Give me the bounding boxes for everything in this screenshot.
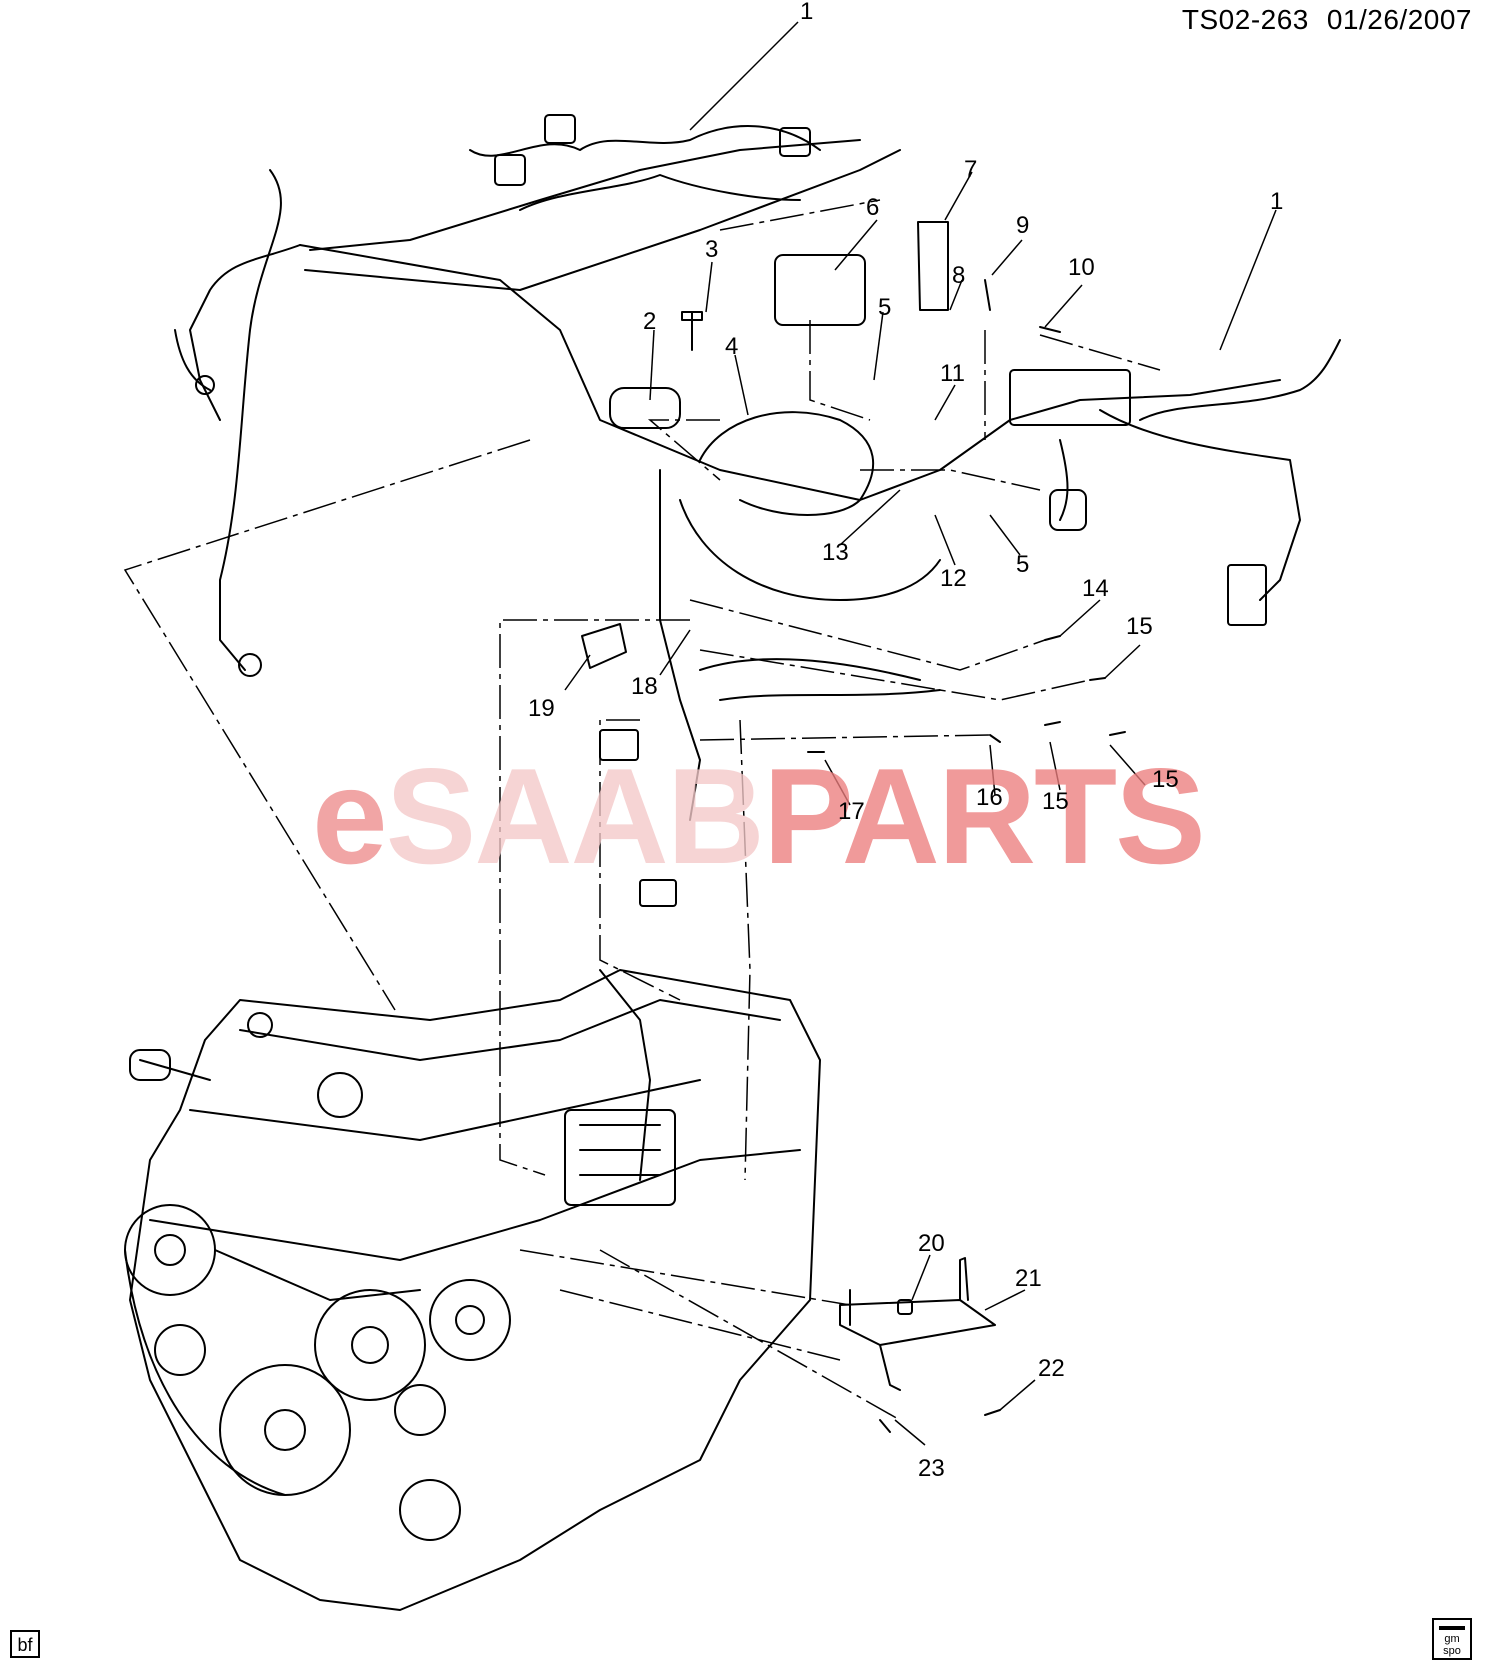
connector-round [1049,489,1087,531]
grommet-part-19 [581,623,627,669]
logo-line2: spo [1443,1645,1461,1657]
pulley-alternator [314,1289,426,1401]
callout-15c: 15 [1042,788,1069,815]
watermark: eSAABPARTS [312,748,1206,884]
callout-1a: 1 [800,0,814,25]
bolt-part-3 [681,311,703,351]
pulley-upper-left [124,1204,216,1296]
harness-branch-left [219,169,282,671]
callout-8: 8 [952,262,966,289]
callout-21: 21 [1015,1265,1042,1292]
document-id: TS02-263 01/26/2007 [1164,4,1472,36]
watermark-part-c: PARTS [763,740,1206,892]
callout-20: 20 [918,1230,945,1257]
callout-18: 18 [631,673,658,700]
document-number: TS02-263 [1181,4,1309,35]
harness-branch-right [1139,339,1341,421]
callout-6: 6 [866,194,880,221]
callout-2: 2 [643,308,657,335]
callout-22: 22 [1038,1355,1065,1382]
callout-9: 9 [1016,212,1030,239]
module-box [1009,369,1131,426]
pulley-crankshaft [219,1364,351,1496]
document-date: 01/26/2007 [1326,4,1472,35]
callout-13: 13 [822,539,849,566]
connector-large [1227,564,1267,626]
callout-4: 4 [725,333,739,360]
relay-part-6 [774,254,866,326]
callout-16: 16 [976,784,1003,811]
logo-line1: gm [1444,1633,1460,1645]
callout-10: 10 [1068,254,1095,281]
callout-3: 3 [705,236,719,263]
callout-12: 12 [940,565,967,592]
callout-7: 7 [964,156,978,183]
callout-19: 19 [528,695,555,722]
watermark-part-a: e [312,740,388,892]
callout-14: 14 [1082,575,1109,602]
engine-block [129,969,821,1611]
watermark-part-b: SAAB [385,740,765,892]
callout-1b: 1 [1270,188,1284,215]
callout-5a: 5 [878,294,892,321]
bracket-part-7 [917,221,949,311]
callout-23: 23 [918,1455,945,1482]
engine-fuse-block [564,1109,676,1206]
callout-5b: 5 [1016,551,1030,578]
harness-fuel-rail-trunk [304,149,901,291]
bracket-part-21 [839,1299,996,1346]
callout-17: 17 [838,798,865,825]
clip-part-2 [609,387,681,429]
callout-15a: 15 [1126,613,1153,640]
corner-tag: bf [10,1630,40,1658]
callout-15b: 15 [1152,766,1179,793]
callout-11: 11 [940,360,965,387]
